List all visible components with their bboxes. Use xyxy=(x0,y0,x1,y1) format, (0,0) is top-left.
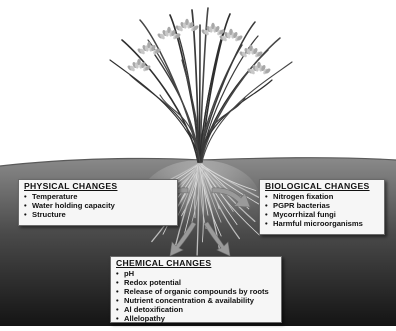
biological-changes-box: BIOLOGICAL CHANGES Nitrogen fixation PGP… xyxy=(259,179,385,235)
list-item: Allelopathy xyxy=(116,314,277,323)
physical-changes-heading: PHYSICAL CHANGES xyxy=(24,182,173,191)
list-item: Water holding capacity xyxy=(24,201,173,210)
list-item: Al detoxification xyxy=(116,305,277,314)
list-item: Redox potential xyxy=(116,278,277,287)
list-item: Nitrogen fixation xyxy=(265,192,380,201)
physical-changes-list: Temperature Water holding capacity Struc… xyxy=(24,192,173,219)
list-item: Temperature xyxy=(24,192,173,201)
list-item: Release of organic compounds by roots xyxy=(116,287,277,296)
list-item: pH xyxy=(116,269,277,278)
list-item: PGPR bacterias xyxy=(265,201,380,210)
list-item: Nutrient concentration & availability xyxy=(116,296,277,305)
biological-changes-list: Nitrogen fixation PGPR bacterias Mycorrh… xyxy=(265,192,380,228)
plant-panicles xyxy=(127,19,272,75)
biological-changes-heading: BIOLOGICAL CHANGES xyxy=(265,182,380,191)
list-item: Structure xyxy=(24,210,173,219)
chemical-changes-list: pH Redox potential Release of organic co… xyxy=(116,269,277,323)
list-item: Harmful microorganisms xyxy=(265,219,380,228)
plant-leaves xyxy=(110,8,292,162)
chemical-changes-box: CHEMICAL CHANGES pH Redox potential Rele… xyxy=(110,256,282,323)
chemical-changes-heading: CHEMICAL CHANGES xyxy=(116,259,277,268)
list-item: Mycorrhizal fungi xyxy=(265,210,380,219)
physical-changes-box: PHYSICAL CHANGES Temperature Water holdi… xyxy=(18,179,178,226)
